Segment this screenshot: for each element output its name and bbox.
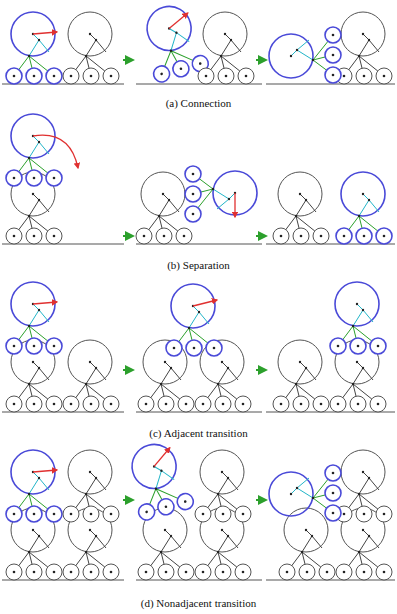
active-robot (6, 450, 62, 522)
ground-line (2, 83, 124, 84)
robot (336, 450, 392, 522)
panel-caption: (c) Adjacent transition (0, 426, 397, 440)
robot (198, 12, 254, 84)
ground-line (266, 243, 395, 244)
robot (136, 172, 192, 244)
robot (63, 450, 119, 522)
robot (195, 450, 251, 522)
active-robot (6, 114, 62, 186)
ground-line (2, 411, 124, 412)
step-arrow (256, 499, 266, 501)
panel-caption: (a) Connection (0, 96, 397, 110)
active-robot (6, 12, 62, 84)
step-arrow (256, 59, 266, 61)
ground-line (2, 243, 124, 244)
step-arrow (123, 369, 133, 371)
step-arrow (256, 235, 266, 237)
step-arrow (123, 59, 133, 61)
active-robot (6, 282, 62, 354)
robot (273, 172, 329, 244)
step-arrow (123, 235, 133, 237)
active-robot (185, 166, 257, 222)
robot (63, 12, 119, 84)
robot (138, 340, 194, 412)
step-arrow (123, 499, 133, 501)
ground-line (136, 243, 262, 244)
panel-caption: (d) Nonadjacent transition (0, 596, 397, 610)
active-robot (166, 284, 222, 356)
active-robot (336, 172, 392, 244)
ground-line (266, 83, 395, 84)
ground-line (2, 579, 124, 580)
active-robot (330, 282, 386, 354)
robot (195, 340, 251, 412)
step-arrow (256, 369, 266, 371)
active-robot (269, 27, 341, 83)
active-robot (122, 438, 195, 522)
robot (63, 340, 119, 412)
active-robot (269, 465, 341, 521)
panel-caption: (b) Separation (0, 258, 397, 272)
robot (336, 12, 392, 84)
robot (273, 340, 329, 412)
